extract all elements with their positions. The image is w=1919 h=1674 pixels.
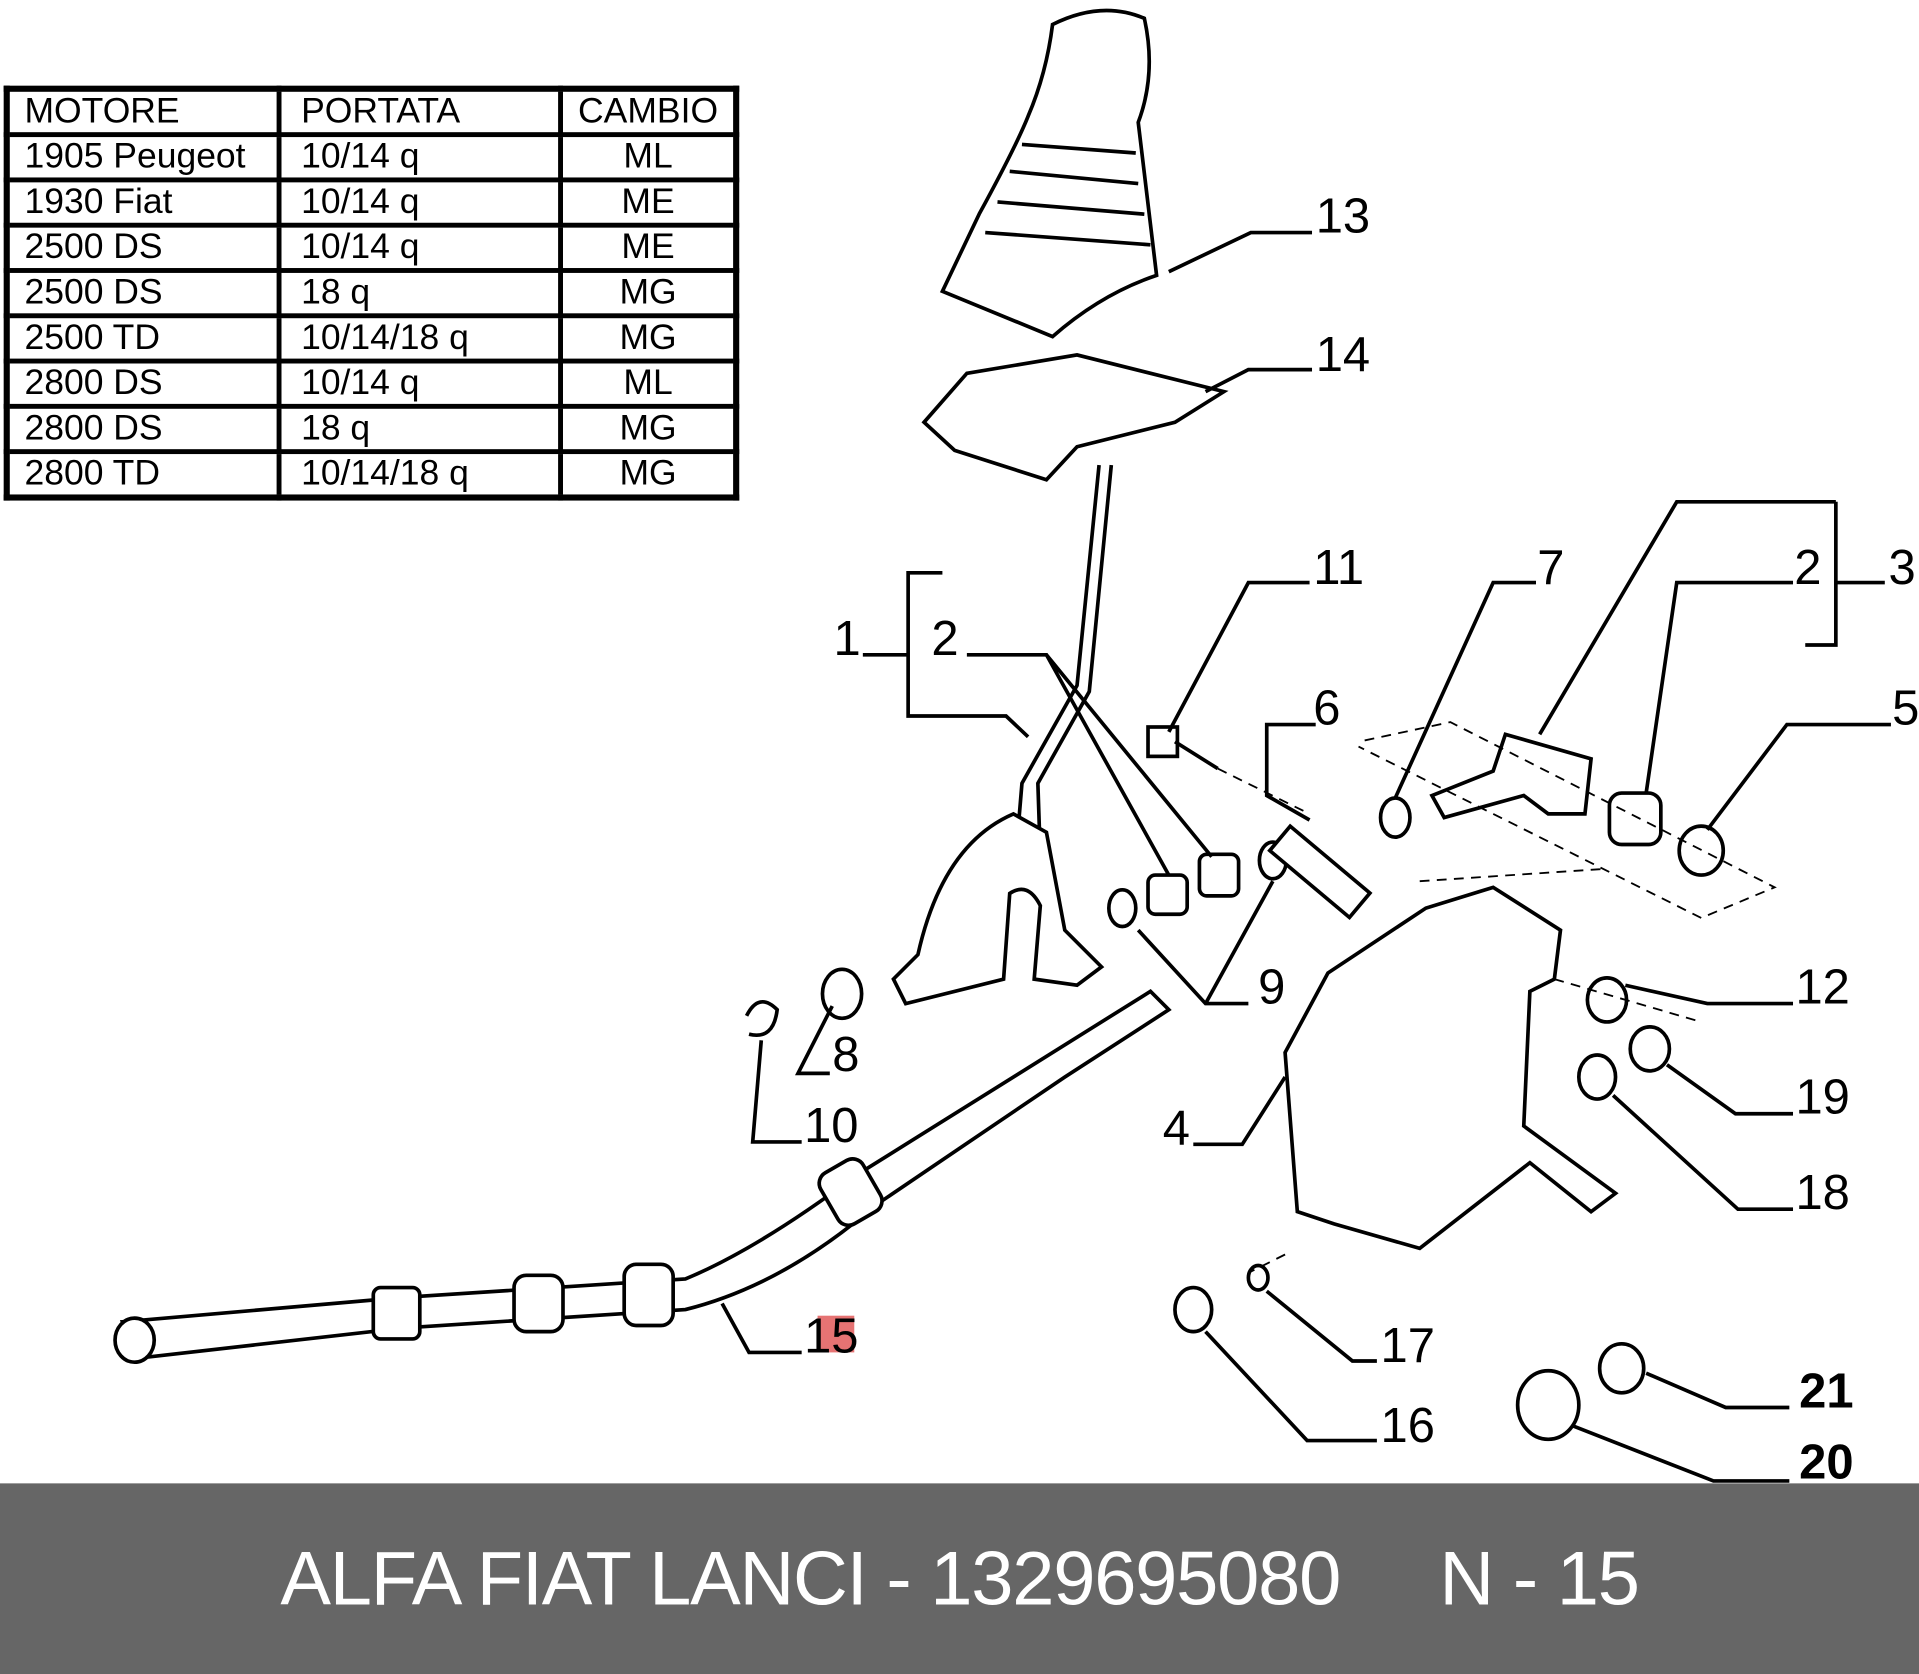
gap [1340, 1535, 1439, 1622]
callout-14: 14 [1316, 328, 1370, 382]
table-cell: MG [558, 449, 739, 500]
column-header: MOTORE [4, 86, 282, 138]
footer-caption-bar: ALFA FIAT LANCI - 1329695080 N - 15 [0, 1483, 1919, 1674]
cover-plate [921, 353, 1229, 482]
leader-lines [720, 230, 1891, 1483]
table-cell: 2500 DS [4, 222, 282, 273]
shift-lever-rod [1014, 464, 1114, 857]
part-number: 1329695080 [930, 1536, 1341, 1622]
highlight-marker [817, 1315, 855, 1353]
callout-8: 8 [832, 1028, 859, 1082]
table-cell: 10/14/18 q [276, 313, 563, 364]
callout-4: 4 [1163, 1101, 1190, 1155]
table-cell: 18 q [276, 403, 563, 455]
callout-5: 5 [1892, 682, 1919, 736]
callout-6: 6 [1313, 682, 1340, 736]
callout-18: 18 [1795, 1166, 1849, 1220]
table-cell: 2500 TD [4, 313, 282, 364]
table-cell: 10/14 q [276, 222, 563, 273]
callout-15: 15 [804, 1309, 858, 1363]
callout-labels: 13 14 11 7 2 3 1 2 6 5 12 9 8 19 10 4 18… [804, 190, 1919, 1490]
table-cell: 10/14 q [276, 358, 563, 409]
table-cell: 2800 DS [4, 358, 282, 409]
table-cell: 2800 TD [4, 449, 282, 500]
callout-11: 11 [1313, 541, 1364, 595]
mounting-bracket [1283, 885, 1619, 1251]
table-cell: MG [558, 313, 739, 364]
callout-2-right: 2 [1794, 541, 1821, 595]
callout-10: 10 [804, 1099, 858, 1153]
table-cell: 18 q [276, 268, 563, 319]
table-cell: ME [558, 222, 739, 273]
brand-label: ALFA FIAT LANCI [280, 1536, 867, 1622]
gear-knob-boot [939, 8, 1159, 339]
table-cell: 10/14/18 q [276, 449, 563, 500]
table-cell: 10/14 q [276, 132, 563, 183]
table-cell: ML [558, 358, 739, 409]
table-cell: 10/14 q [276, 177, 563, 228]
table-cell: 2500 DS [4, 268, 282, 319]
callout-1: 1 [833, 612, 860, 666]
table-cell: 2800 DS [4, 403, 282, 455]
callout-21: 21 [1799, 1364, 1853, 1418]
callout-2-left: 2 [931, 612, 958, 666]
callout-9: 9 [1258, 961, 1285, 1015]
bushes-washers [744, 725, 1726, 1442]
table-cell: ME [558, 177, 739, 228]
diagram-position: N - 15 [1439, 1536, 1640, 1622]
shift-lever-bracket [891, 811, 1105, 1006]
table-cell: MG [558, 268, 739, 319]
callout-12: 12 [1795, 961, 1849, 1015]
separator: - [866, 1536, 931, 1622]
callout-7: 7 [1537, 541, 1564, 595]
callout-20: 20 [1799, 1435, 1853, 1489]
column-header: PORTATA [276, 86, 563, 138]
table-cell: 1905 Peugeot [4, 132, 282, 183]
callout-3: 3 [1888, 541, 1915, 595]
cable-fittings [113, 1157, 884, 1365]
callout-16: 16 [1381, 1399, 1435, 1453]
table-cell: MG [558, 403, 739, 455]
callout-13: 13 [1316, 190, 1370, 244]
callout-19: 19 [1795, 1071, 1849, 1125]
table-cell: ML [558, 132, 739, 183]
table-cell: 1930 Fiat [4, 177, 282, 228]
callout-17: 17 [1381, 1319, 1435, 1373]
column-header: CAMBIO [558, 86, 739, 138]
